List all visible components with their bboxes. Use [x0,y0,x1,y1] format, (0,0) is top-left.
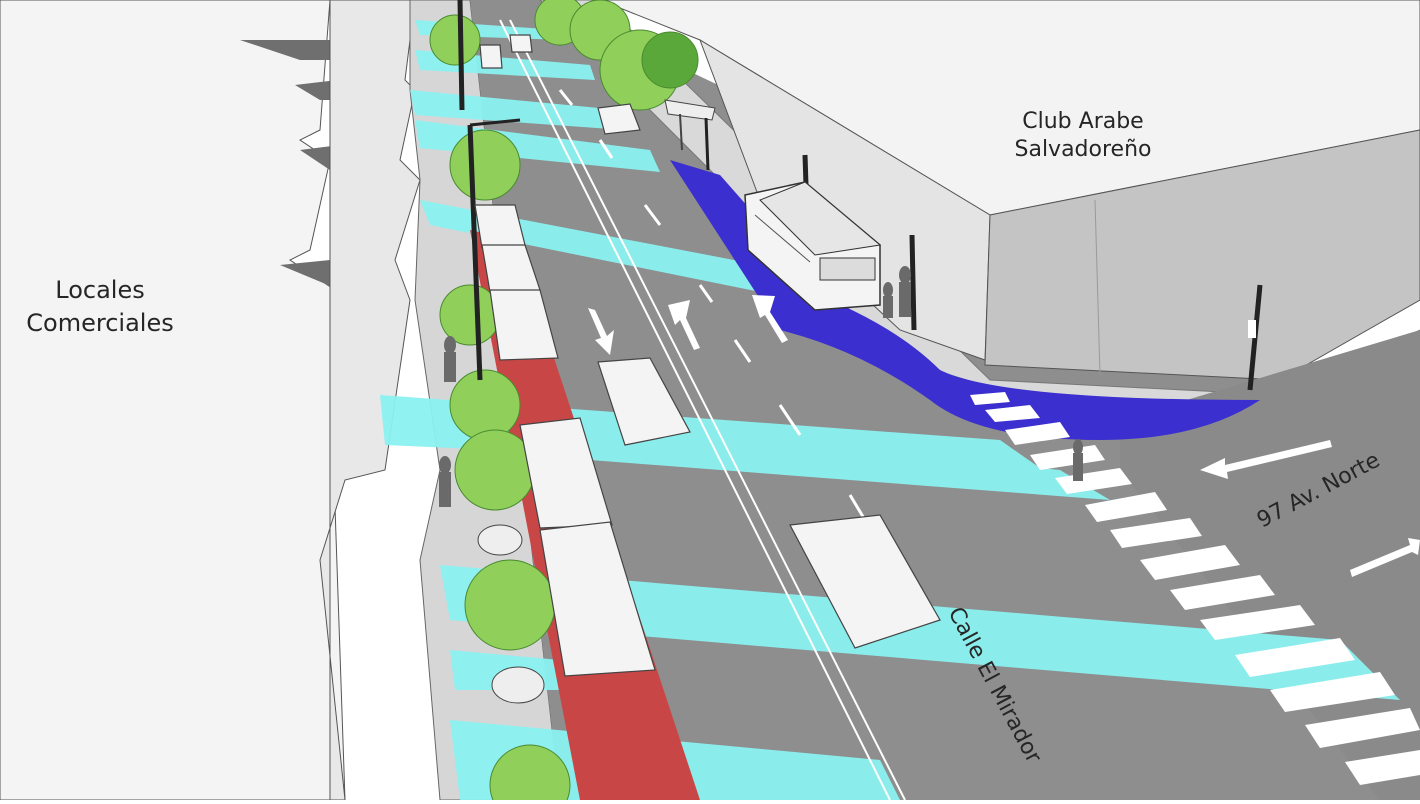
club-building [599,0,1420,381]
light-arm [469,118,521,127]
parked-cars [474,204,656,677]
bus-shelter [664,99,716,171]
left-buildings [0,0,421,801]
center-lines [499,19,906,801]
locales-label-line1: Locales [55,276,144,304]
arrow-icon [588,295,788,355]
bus-lane [670,160,1260,440]
club-label-line1: Club Arabe [1022,109,1143,134]
pole-band [1248,320,1256,338]
moving-cars [479,34,941,649]
zebra-crosswalk [970,392,1420,785]
street-poles [457,0,1263,391]
locales-label-line2: Comerciales [26,309,173,337]
pedestrians [439,266,1083,507]
far-trees [534,0,699,111]
bus [744,181,882,311]
club-label-line2: Salvadoreño [1015,137,1152,162]
turn-arrow-icon [1200,440,1420,577]
lane-dashes [558,89,867,521]
